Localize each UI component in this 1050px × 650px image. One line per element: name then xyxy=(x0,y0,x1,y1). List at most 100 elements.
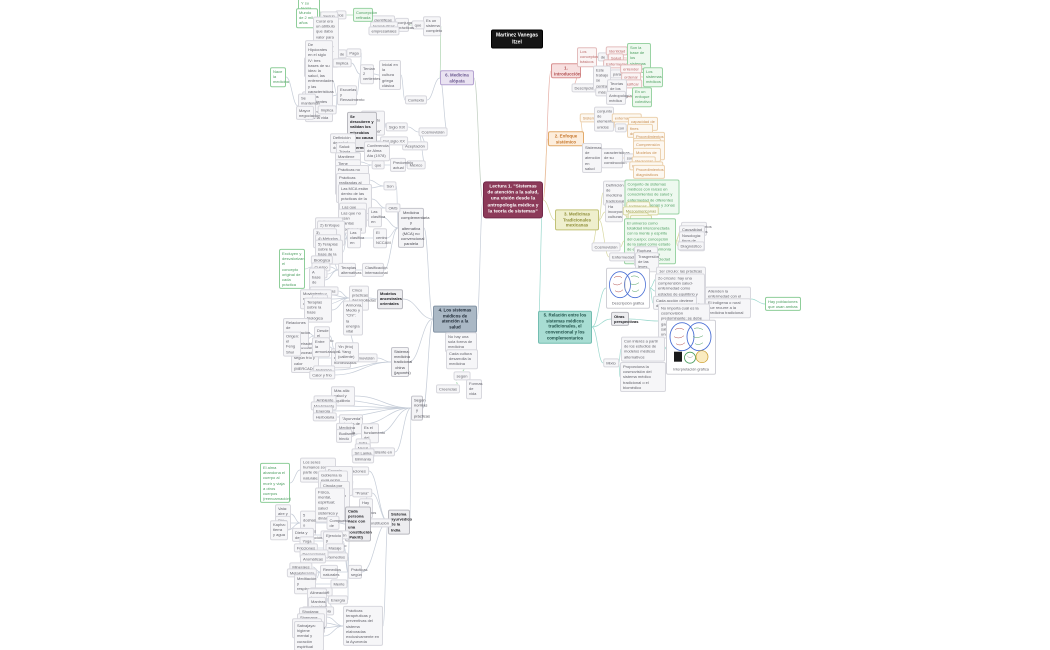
mindmap-node-r1a[interactable]: Los conceptos básicos xyxy=(577,47,598,67)
mindmap-node-v1[interactable]: Cosmovisión xyxy=(418,127,448,137)
mindmap-node-r6[interactable]: 6. Medicina alópata xyxy=(440,70,474,86)
mindmap-node-h7[interactable]: Implica xyxy=(332,58,352,68)
mindmap-node-v10[interactable]: México xyxy=(406,160,426,170)
mindmap-node-d3[interactable]: según xyxy=(453,371,471,381)
mindmap-node-r2p[interactable]: Procedimientos diagnósticos xyxy=(633,164,665,180)
mindmap-node-r1q[interactable]: En un enfoque colectivo xyxy=(632,87,652,107)
mindmap-node-h2[interactable]: Inicial en la cultura griega clásica xyxy=(379,60,401,90)
mindmap-node-r3[interactable]: 3. Medicinas Tradicionales mexicanas xyxy=(555,209,599,231)
mindmap-node-n5[interactable]: Armonía, Medio y "Chi": la energía vital xyxy=(343,300,363,336)
mindmap-node-a19[interactable]: "Prana" xyxy=(352,488,372,498)
mindmap-node-r3h[interactable]: Cosmovisión xyxy=(591,242,621,252)
mindmap-node-pJ[interactable]: Remedios naturales xyxy=(320,564,341,580)
mindmap-node-v5[interactable]: Aceptación xyxy=(402,141,428,151)
mindmap-node-m10[interactable]: El centro NCCAM xyxy=(373,228,391,248)
mindmap-node-r3n[interactable]: Enfermedad xyxy=(609,252,637,262)
mindmap-node-r1[interactable]: 1. Introducción xyxy=(551,63,581,79)
mindmap-node-r2[interactable]: 2. Enfoque sistémico xyxy=(548,131,584,147)
mindmap-node-d5[interactable]: Formas de vida xyxy=(466,379,483,399)
mindmap-link xyxy=(423,227,434,320)
mindmap-node-pY[interactable]: Satvajaya: higiene mental y curación esp… xyxy=(294,621,324,650)
mindmap-node-p0[interactable]: Prácticas según xyxy=(348,564,367,580)
mindmap-node-m1[interactable]: Son xyxy=(383,181,397,191)
mindmap-link xyxy=(324,269,339,281)
mindmap-node-m18[interactable]: Terapias alternativas xyxy=(338,262,361,278)
mindmap-node-m17[interactable]: Clasificación internacional xyxy=(362,262,388,278)
mindmap-node-q5[interactable]: Herbolaria xyxy=(312,412,338,422)
mindmap-node-n8[interactable]: Origen: el Feng Shui xyxy=(283,331,301,357)
mindmap-node-r5l[interactable]: Con interés a partir de los estudios de … xyxy=(621,336,665,362)
mindmap-node-r5[interactable]: 5. Relación entre los sistemas médicos t… xyxy=(538,310,592,344)
mindmap-link xyxy=(620,240,625,248)
mindmap-node-l2[interactable]: que xyxy=(411,20,425,30)
mindmap-node-l7[interactable]: Concepción refinada xyxy=(353,7,377,23)
mindmap-node-r5i[interactable]: Otras perspectivas xyxy=(611,311,638,327)
mindmap-node-a25[interactable]: El alma abandona el cuerpo al morir y vi… xyxy=(260,462,291,504)
mindmap-node-r5g[interactable]: El indígena o rural que recurre a la med… xyxy=(705,298,751,318)
mindmap-link xyxy=(331,297,350,311)
mindmap-node-a7[interactable]: Kapha: tierra y agua xyxy=(270,520,288,540)
mindmap-node-v11[interactable]: Predominio actual xyxy=(390,157,413,173)
mindmap-node-g0[interactable]: 4. Los sistemas médicos de atención a la… xyxy=(433,305,477,333)
mindmap-link xyxy=(598,219,610,258)
mindmap-node-n11[interactable]: Calor y frío xyxy=(309,370,335,380)
mindmap-node-r3a[interactable]: Definición de medicina tradicional xyxy=(603,180,627,206)
mindmap-node-n0[interactable]: Sistema: medicina tradicional china (jap… xyxy=(391,347,412,377)
mindmap-node-pE[interactable]: Masaje xyxy=(325,543,345,553)
mindmap-node-o1[interactable]: Modelos ancestrales orientales xyxy=(377,289,403,309)
mindmap-node-h4[interactable]: Paga xyxy=(346,48,362,58)
mindmap-node-h3[interactable]: Tenían 2 vertientes xyxy=(360,64,380,84)
mindmap-node-r1m[interactable]: Los sistemas médicos xyxy=(643,67,663,87)
mindmap-node-a3[interactable]: Compuesta de xyxy=(326,515,350,531)
mindmap-node-l1[interactable]: Es un sistema completo xyxy=(423,16,442,36)
mindmap-node-v6[interactable]: Del siglo XX xyxy=(380,136,408,146)
mindmap-node-h15[interactable]: Implica xyxy=(317,105,337,115)
mindmap-node-r3c[interactable]: Ha incorporado culturas xyxy=(605,202,629,222)
mindmap-node-r3m[interactable]: Diagnóstico xyxy=(677,241,705,251)
mindmap-node-pI[interactable]: Aromáticas xyxy=(299,554,327,564)
mindmap-link xyxy=(400,74,406,101)
mindmap-node-a2[interactable]: Cada persona nace con una constitución (… xyxy=(345,506,372,542)
mindmap-node-a0[interactable]: Sistema ayurvédico de la India xyxy=(388,509,412,535)
mindmap-node-r2d[interactable]: con xyxy=(614,123,628,133)
mindmap-node-r2g[interactable]: Sistemas de atención en salud xyxy=(582,143,602,173)
mindmap-node-m23[interactable]: Excluyen y desvalorizan el concepto orig… xyxy=(279,248,305,290)
mindmap-node-h17[interactable]: Mayor negociación xyxy=(296,105,320,121)
mindmap-node-l6[interactable]: empresariales xyxy=(368,26,400,36)
mindmap-node-h18[interactable]: Nace la medicina xyxy=(270,67,289,87)
mindmap-node-v12[interactable]: que xyxy=(371,160,385,170)
mindmap-node-t[interactable]: Martínez Vanegas Itzel xyxy=(491,29,543,49)
mindmap-link xyxy=(591,287,607,328)
mindmap-node-n9[interactable]: Entre la armonización xyxy=(312,337,339,357)
mindmap-node-d4[interactable]: Creencias xyxy=(435,384,461,394)
mindmap-node-c[interactable]: Lectura 1. "Sistemas de atención a la sa… xyxy=(483,181,543,219)
mindmap-node-pN[interactable]: Mente xyxy=(330,579,348,589)
mindmap-node-pP[interactable]: Energía xyxy=(327,595,349,605)
mindmap-link xyxy=(378,407,412,434)
mindmap-node-o7[interactable]: Terapias sobre la base biológica xyxy=(304,297,332,323)
mindmap-node-a11[interactable]: Budismo hindú xyxy=(336,428,355,444)
mindmap-node-h1[interactable]: Contexto xyxy=(404,95,428,105)
mindmap-node-d2[interactable]: Cada cultura desarrolla la medicina xyxy=(446,349,478,369)
mindmap-node-q0[interactable]: Según normas y prácticas xyxy=(411,395,430,421)
mindmap-node-v2[interactable]: Siglo XIX xyxy=(385,122,409,132)
mindmap-node-h12[interactable]: Escuelas y Renacimiento xyxy=(337,85,364,105)
mindmap-node-r5h[interactable]: Hay poblaciones que usan ambas xyxy=(765,296,801,312)
mindmap-node-m11[interactable]: Las clasifica en xyxy=(347,228,364,248)
mindmap-node-r5a[interactable]: Descripción gráfica xyxy=(606,267,650,309)
mindmap-node-r1p[interactable]: Antropología médica xyxy=(606,90,632,106)
mindmap-node-r5m[interactable]: Proporciona la cosmovisión del sistema m… xyxy=(620,362,666,392)
mindmap-node-m4[interactable]: OMS xyxy=(385,203,401,213)
mindmap-node-m7[interactable]: Las clasifica en xyxy=(368,207,385,227)
mindmap-node-r1b[interactable]: de xyxy=(597,52,609,62)
mindmap-node-a16[interactable]: Birmania xyxy=(352,454,374,464)
mindmap-node-l11[interactable]: Mundo de 2 mil años xyxy=(296,8,318,28)
mindmap-node-r5k[interactable]: Mixto xyxy=(603,358,619,368)
mindmap-node-r5n[interactable]: Interpretación gráfica xyxy=(666,319,716,375)
mindmap-node-pU[interactable]: Prácticas terapéuticas y preventivas del… xyxy=(343,605,383,647)
mindmap-node-m0[interactable]: Medicina complementaria y alternativa (M… xyxy=(398,207,429,249)
mindmap-node-v8[interactable]: Conferencia de Alma Ata (1978) xyxy=(364,141,390,161)
mindmap-node-n4[interactable]: Yin (frío) & Yang (caliente) xyxy=(335,342,359,362)
mindmap-node-r2h[interactable]: características de su construcción xyxy=(601,148,630,168)
